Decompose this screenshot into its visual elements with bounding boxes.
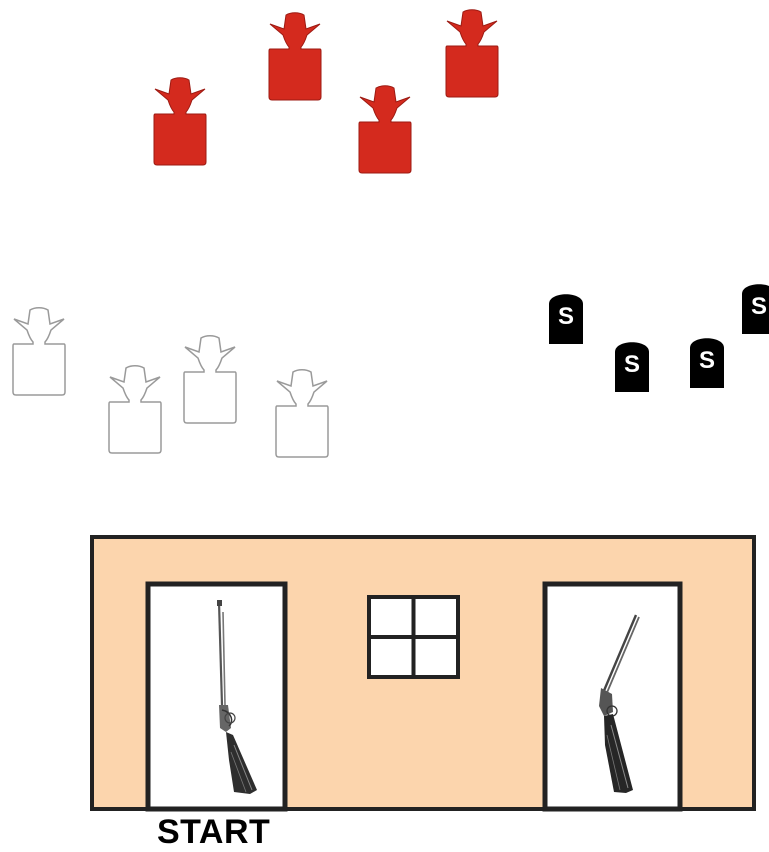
window xyxy=(369,597,458,677)
start-label: START xyxy=(157,812,270,852)
shotgun-target-letter: S xyxy=(699,347,715,374)
shotgun-target-letter: S xyxy=(558,303,574,330)
white-target-1 xyxy=(13,308,65,395)
shotgun-target-4: S xyxy=(742,284,769,334)
shotgun-target-1: S xyxy=(549,294,583,344)
shotgun-target-3: S xyxy=(690,338,724,388)
red-target-group xyxy=(154,10,498,173)
shotgun-target-group: S S S S xyxy=(549,284,769,392)
red-target-2 xyxy=(269,13,321,100)
white-target-4 xyxy=(276,370,328,457)
left-doorway xyxy=(148,584,285,809)
shotgun-target-2: S xyxy=(615,342,649,392)
building xyxy=(92,537,754,809)
red-target-4 xyxy=(446,10,498,97)
shotgun-target-letter: S xyxy=(624,351,640,378)
white-target-group xyxy=(13,308,328,457)
white-target-3 xyxy=(184,336,236,423)
shotgun-target-letter: S xyxy=(751,293,767,320)
red-target-1 xyxy=(154,78,206,165)
white-target-2 xyxy=(109,366,161,453)
red-target-3 xyxy=(359,86,411,173)
